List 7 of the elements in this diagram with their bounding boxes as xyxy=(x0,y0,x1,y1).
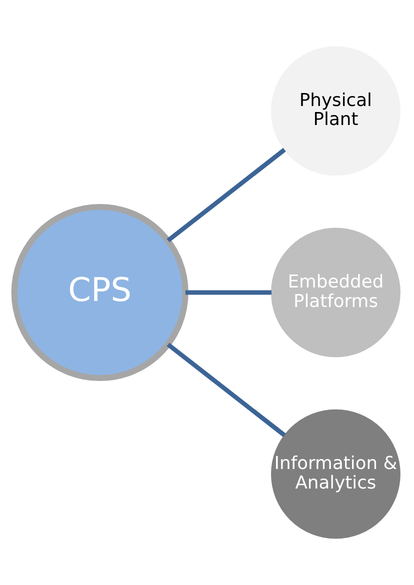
node-circle: Information & Analytics xyxy=(271,409,400,539)
connector xyxy=(166,148,286,242)
connector xyxy=(185,290,272,295)
node-circle: CPS xyxy=(11,204,188,382)
connector xyxy=(166,342,286,438)
node-circle: Embedded Platforms xyxy=(271,228,400,358)
node-circle: Physical Plant xyxy=(271,46,400,176)
